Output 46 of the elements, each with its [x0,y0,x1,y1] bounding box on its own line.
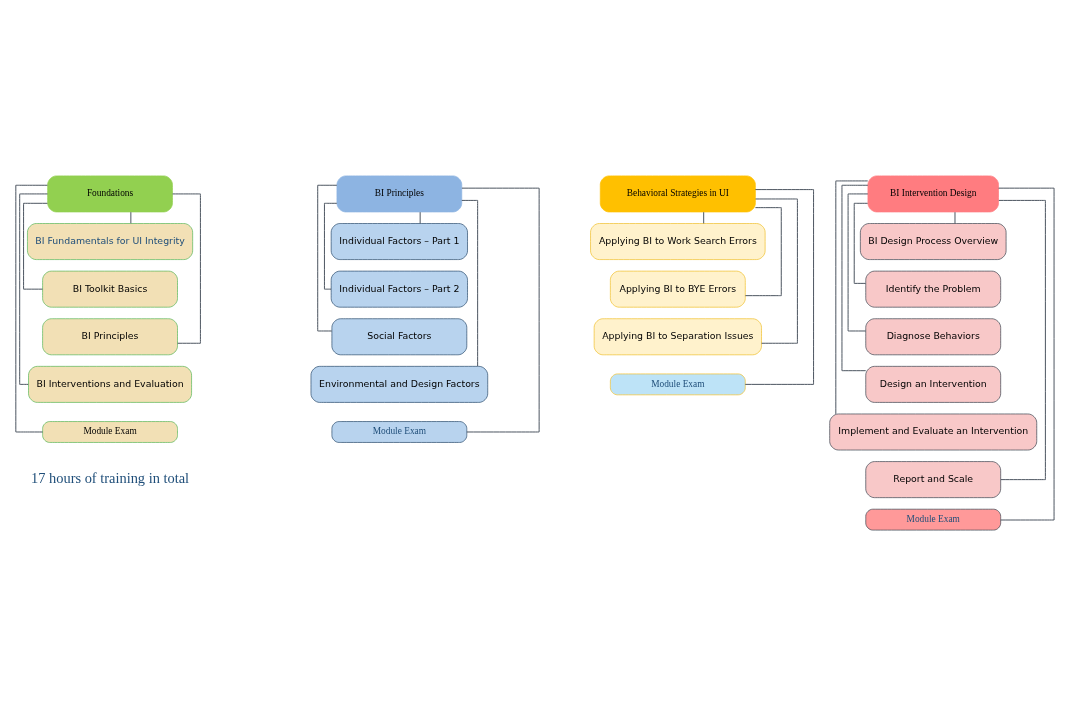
connector [172,192,201,344]
node-box: BI Interventions and Evaluation [28,365,192,403]
node-box: Diagnose Behaviors [865,317,1002,355]
connector [847,192,869,331]
node-box: Environmental and Design Factors [310,365,489,403]
node-box: Applying BI to BYE Errors [610,270,746,308]
connector [835,179,869,414]
node-box: BI Principles [336,175,463,212]
connector [323,202,338,290]
node-box: BI Design Process Overview [860,222,1007,260]
connector [461,187,540,432]
connector [19,192,48,385]
connector [744,206,782,296]
connector [841,184,869,371]
node-box: Module Exam [331,420,468,443]
node-box: Module Exam [610,373,746,395]
connector [755,198,798,344]
connector [954,211,956,224]
connector [703,211,705,224]
node-box: Social Factors [331,317,468,355]
connector [853,202,869,284]
node-box: Report and Scale [865,460,1002,498]
node-box: Design an Intervention [865,365,1002,403]
connector [461,199,479,367]
connector [15,184,48,432]
node-box: Module Exam [865,508,1002,530]
connector [419,211,421,224]
node-box: Behavioral Strategies in UI [599,175,756,212]
node-box: Individual Factors – Part 1 [330,222,468,260]
node-box: Foundations [47,175,173,212]
node-box: Identify the Problem [865,270,1002,308]
connector [23,202,48,290]
connector [130,211,132,224]
connector [998,187,1055,520]
node-box: BI Intervention Design [867,175,999,212]
node-box: BI Fundamentals for UI Integrity [27,222,193,260]
node-box: Implement and Evaluate an Intervention [829,413,1038,450]
node-box: Applying BI to Separation Issues [593,317,762,355]
connector [744,188,814,385]
label: 17 hours of training in total [31,469,190,486]
node-box: Module Exam [42,420,178,443]
node-box: Applying BI to Work Search Errors [590,222,766,260]
node-box: BI Principles [42,317,178,355]
node-box: BI Toolkit Basics [42,270,178,308]
connector [998,199,1046,480]
node-box: Individual Factors – Part 2 [330,270,468,308]
